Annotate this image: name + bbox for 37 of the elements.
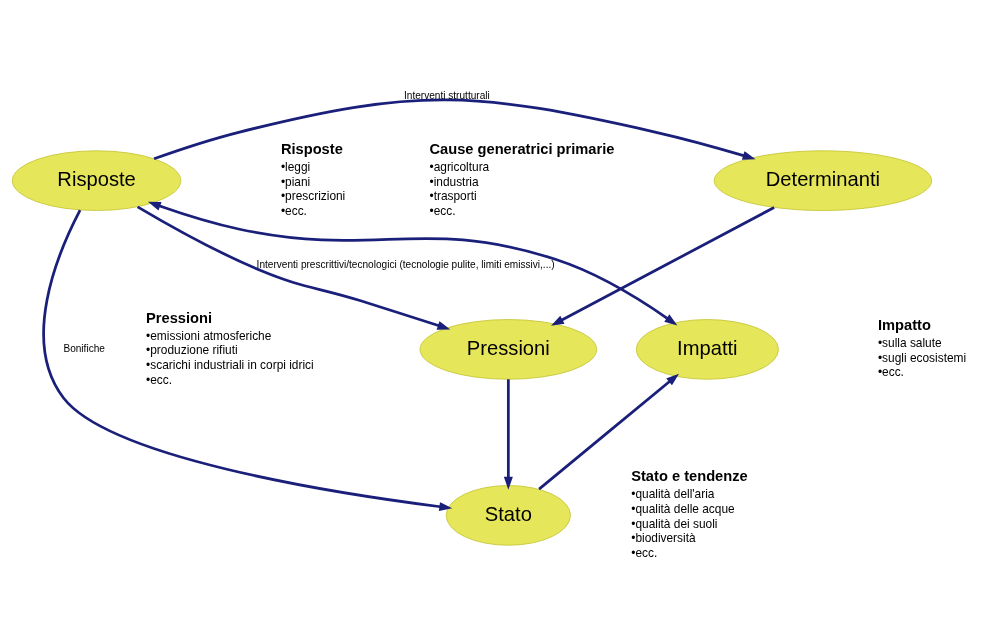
node-label: Cause generatrici primarie (429, 140, 615, 157)
node-label: •qualità delle acque (631, 501, 735, 516)
node-label: •prescrizioni (280, 188, 346, 203)
node-label: •leggi (280, 159, 311, 174)
node-label: •qualità dei suoli (631, 516, 718, 531)
arrow (147, 201, 678, 325)
node-label: •agricoltura (429, 159, 490, 174)
arrow (503, 378, 513, 490)
node-label: •scarichi industriali in corpi idrici (146, 357, 314, 372)
node-label: •qualità dell'aria (631, 486, 715, 501)
edge-label: Bonifiche (63, 342, 105, 354)
node-ellipse: Impatti (635, 318, 779, 380)
node-label: Risposte (280, 140, 343, 157)
arrow (136, 205, 451, 330)
node-label: •piani (280, 174, 311, 189)
node-label: •produzione rifiuti (146, 342, 238, 357)
node-label: Pressioni (146, 309, 213, 326)
arrow (153, 98, 756, 160)
node-label: •ecc. (631, 545, 658, 560)
node-label: •ecc. (146, 372, 173, 387)
node-label: •emissioni atmosferiche (146, 328, 272, 343)
node-label: •industria (429, 174, 479, 189)
edge-label: Interventi prescrittivi/tecnologici (tecnologie pulite, limiti emissivi,...) (256, 258, 555, 270)
node-label: •sulla salute (877, 335, 942, 350)
node-label: •biodiversità (631, 530, 696, 545)
node-label: •ecc. (429, 203, 456, 218)
node-label: •trasporti (429, 188, 477, 203)
node-label: •sugli ecosistemi (877, 350, 967, 365)
node-label: •ecc. (877, 364, 904, 379)
node-label: Impatto (877, 316, 931, 333)
edge-label: Interventi strutturali (404, 89, 490, 101)
node-ellipse: Stato (445, 484, 571, 546)
node-label: •ecc. (280, 203, 307, 218)
arrow (538, 373, 680, 490)
node-label: Stato e tendenze (631, 467, 748, 484)
arrow (42, 209, 453, 511)
arrow (551, 205, 775, 326)
